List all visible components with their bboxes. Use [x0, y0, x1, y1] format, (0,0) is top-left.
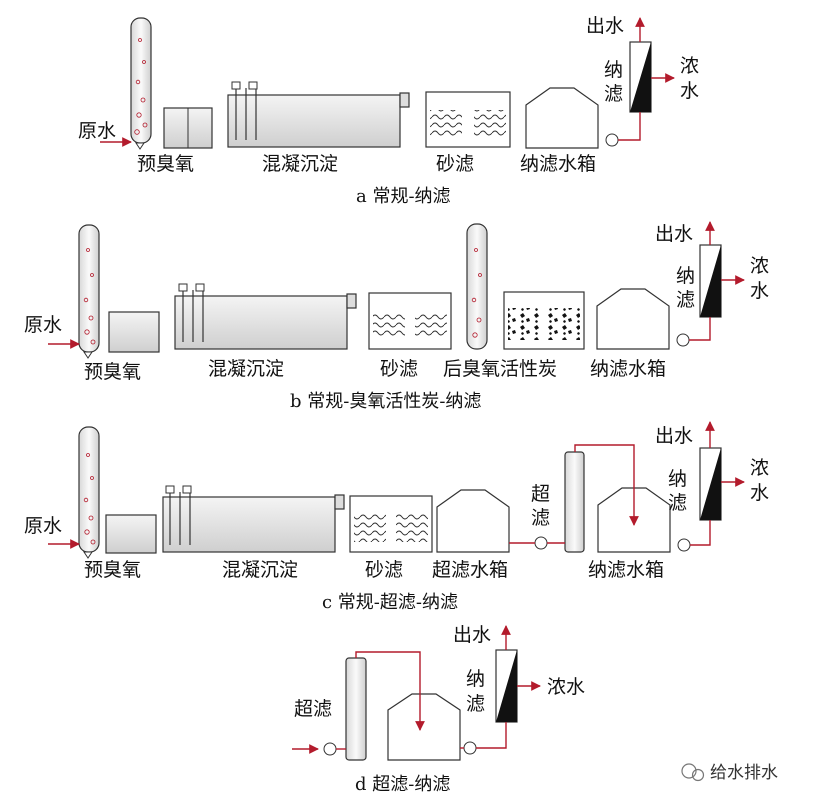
label-pre-ozone: 预臭氧	[84, 361, 141, 383]
pre-ozone-column	[130, 17, 152, 144]
scheme-a: 原水 预臭氧 混凝沉淀 砂滤 纳滤水箱 出水 纳 滤 浓 水 a 常规-纳滤	[78, 15, 699, 207]
pump-icon	[605, 133, 619, 147]
pump-icon	[463, 741, 477, 755]
label-pre-ozone: 预臭氧	[84, 559, 141, 581]
nf-water-tank	[387, 693, 461, 761]
label-nf-tank: 纳滤水箱	[520, 153, 596, 175]
label-nf-2: 滤	[676, 289, 695, 311]
label-nf-2: 滤	[466, 693, 485, 715]
label-product-water: 出水	[655, 223, 693, 245]
post-ozone-column	[466, 223, 488, 350]
label-coag-sed: 混凝沉淀	[262, 153, 338, 175]
scheme-d: 超滤 出水 纳 滤 浓水 d 超滤-纳滤	[292, 624, 585, 795]
caption-c: c 常规-超滤-纳滤	[322, 592, 458, 613]
coag-sed-tank	[174, 295, 348, 350]
uf-membrane-module	[345, 657, 367, 761]
pump-icon	[677, 538, 691, 552]
label-coag-sed: 混凝沉淀	[208, 358, 284, 380]
label-nf-1: 纳	[604, 59, 623, 81]
label-sand: 砂滤	[365, 559, 403, 581]
caption-b: b 常规-臭氧活性炭-纳滤	[290, 391, 481, 412]
label-nf-1: 纳	[676, 265, 695, 287]
caption-d: d 超滤-纳滤	[355, 774, 450, 795]
label-raw-water: 原水	[24, 314, 62, 336]
label-concentrate-1: 浓	[750, 255, 769, 277]
label-concentrate: 浓水	[547, 676, 585, 698]
wechat-icon	[681, 763, 697, 779]
label-nf-2: 滤	[668, 492, 687, 514]
label-pre-ozone: 预臭氧	[137, 153, 194, 175]
label-sand: 砂滤	[380, 358, 418, 380]
nf-water-tank	[525, 87, 599, 149]
uf-water-tank	[436, 489, 510, 553]
uf-membrane-module	[564, 451, 585, 553]
label-concentrate-1: 浓	[750, 457, 769, 479]
label-product-water: 出水	[655, 425, 693, 447]
label-product-water: 出水	[586, 15, 624, 37]
label-post-ozone-gac: 后臭氧活性炭	[443, 358, 557, 380]
label-concentrate-1: 浓	[680, 55, 699, 77]
label-nf-1: 纳	[668, 468, 687, 490]
ozone-bubbles	[134, 38, 148, 135]
label-nf-2: 滤	[604, 83, 623, 105]
label-uf-1: 超	[531, 483, 550, 505]
watermark-text: 给水排水	[710, 763, 778, 783]
label-sand: 砂滤	[436, 153, 474, 175]
label-nf-tank: 纳滤水箱	[588, 559, 664, 581]
label-nf-1: 纳	[466, 668, 485, 690]
label-nf-tank: 纳滤水箱	[590, 358, 666, 380]
coag-sed-tank	[162, 496, 336, 553]
nf-water-tank	[596, 288, 670, 350]
label-raw-water: 原水	[78, 120, 116, 142]
label-concentrate-2: 水	[750, 482, 769, 504]
pre-ozone-tank	[108, 311, 160, 353]
label-product-water: 出水	[453, 624, 491, 646]
scheme-c: 原水 预臭氧 混凝沉淀 砂滤 超滤水箱 纳滤水箱 超 滤 出水 纳 滤 浓 水 …	[24, 421, 769, 613]
label-concentrate-2: 水	[750, 280, 769, 302]
label-uf: 超滤	[294, 698, 332, 720]
label-uf-tank: 超滤水箱	[432, 559, 508, 581]
coag-sed-tank	[227, 94, 401, 148]
label-raw-water: 原水	[24, 515, 62, 537]
pump-icon	[323, 742, 337, 756]
watermark: 给水排水	[681, 763, 778, 783]
label-coag-sed: 混凝沉淀	[222, 559, 298, 581]
label-uf-2: 滤	[531, 507, 550, 529]
pump-icon	[534, 536, 548, 550]
scheme-b: 原水 预臭氧 混凝沉淀 砂滤 后臭氧活性炭 纳滤水箱 出水 纳 滤 浓 水 b …	[24, 221, 769, 412]
caption-a: a 常规-纳滤	[356, 186, 451, 207]
label-concentrate-2: 水	[680, 80, 699, 102]
pump-icon	[676, 333, 690, 347]
pre-ozone-tank	[105, 514, 157, 554]
